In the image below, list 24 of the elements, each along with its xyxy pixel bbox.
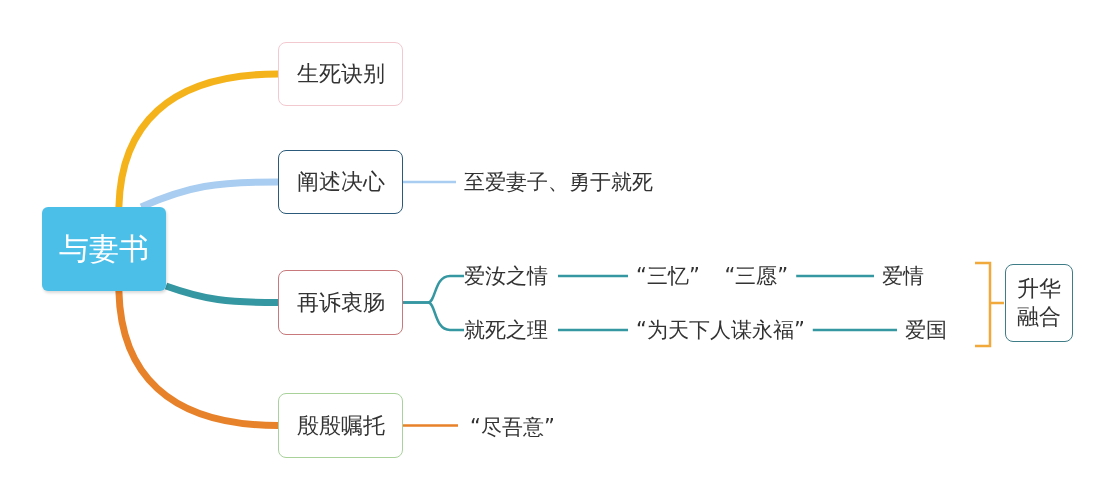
- topic-text: 就死之理: [464, 316, 548, 344]
- connector-line: [796, 274, 874, 278]
- topic-text: 爱汝之情: [464, 262, 548, 290]
- connector-line: [558, 328, 628, 332]
- branch-line: [164, 282, 278, 306]
- topic-text: “三忆” “三愿”: [636, 262, 789, 290]
- topic-text: 爱国: [905, 316, 947, 344]
- topic-box: 阐述决心: [278, 150, 403, 214]
- topic-text: “尽吾意”: [470, 413, 555, 441]
- topic-box: 升华融合: [1005, 264, 1073, 342]
- topic-text: 至爱妻子、勇于就死: [464, 168, 653, 196]
- branch-line: [115, 290, 279, 429]
- topic-text: “为天下人谋永福”: [636, 316, 805, 344]
- topic-box: 再诉衷肠: [278, 270, 403, 335]
- topic-box: 生死诀别: [278, 42, 403, 106]
- topic-text: 爱情: [882, 262, 924, 290]
- central-topic: 与妻书: [42, 207, 166, 291]
- branch-line: [115, 70, 279, 208]
- connector-line: [403, 424, 458, 427]
- topic-box: 殷殷嘱托: [278, 393, 403, 458]
- connector-line: [558, 274, 628, 278]
- connector-line: [812, 328, 897, 332]
- brace-line: [403, 301, 464, 332]
- connector-line: [403, 180, 456, 184]
